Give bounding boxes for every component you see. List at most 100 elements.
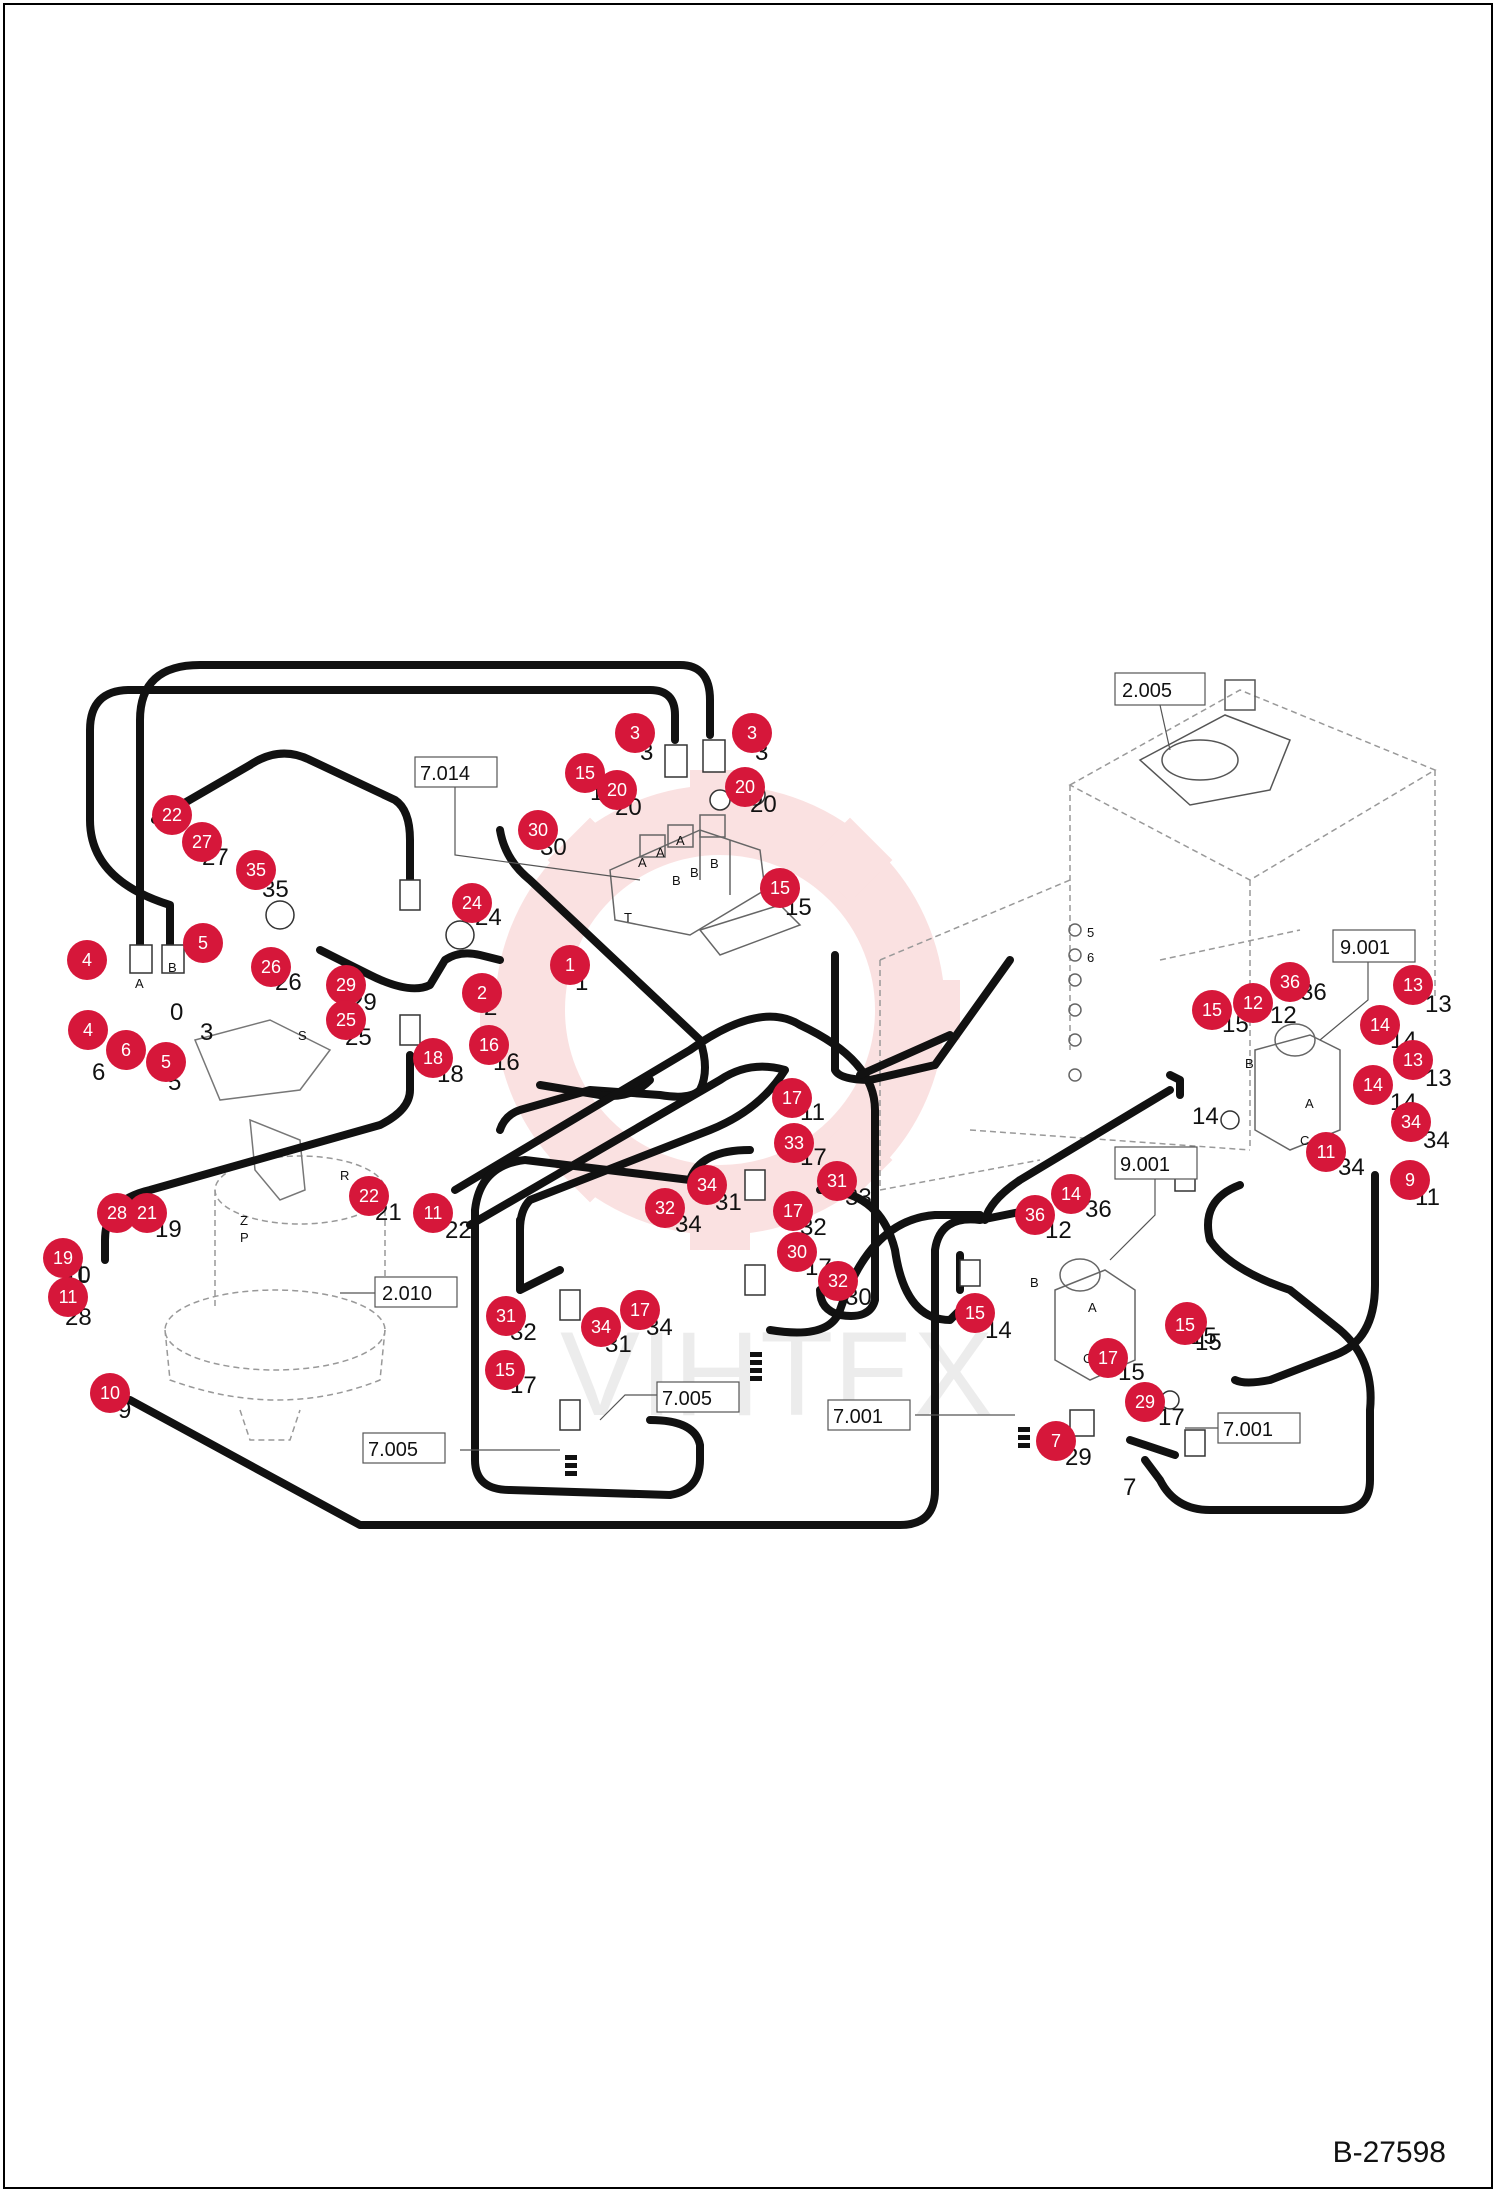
callout-number: 6 bbox=[121, 1040, 131, 1060]
callout-circle bbox=[413, 1038, 453, 1078]
callout-number: 13 bbox=[1403, 1050, 1423, 1070]
callout-bubble: 30 bbox=[777, 1232, 817, 1272]
callout-circle bbox=[1360, 1005, 1400, 1045]
callout-bubble: 15 bbox=[1165, 1305, 1205, 1345]
callout-number: 22 bbox=[359, 1186, 379, 1206]
callout-bubble: 15 bbox=[760, 868, 800, 908]
callout-circle bbox=[1088, 1338, 1128, 1378]
callout-circle bbox=[518, 810, 558, 850]
callout-circle bbox=[462, 973, 502, 1013]
callout-number: 31 bbox=[496, 1306, 516, 1326]
ref-label: 7.005 bbox=[662, 1388, 712, 1410]
callout-circle bbox=[1125, 1382, 1165, 1422]
callout-number: 25 bbox=[336, 1010, 356, 1030]
callout-circle bbox=[645, 1188, 685, 1228]
callout-circle bbox=[43, 1238, 83, 1278]
ref-box-tank: 2.005 bbox=[1114, 672, 1206, 706]
callout-number: 4 bbox=[82, 950, 92, 970]
callout-number: 36 bbox=[1280, 972, 1300, 992]
callout-circle bbox=[48, 1277, 88, 1317]
drawing-code: B-27598 bbox=[1332, 2136, 1446, 2169]
callout-bubble: 17 bbox=[1088, 1338, 1128, 1378]
callout-bubble: 14 bbox=[1353, 1065, 1393, 1105]
port-label: 5 bbox=[1087, 925, 1094, 940]
callout-bubble: 5 bbox=[146, 1042, 186, 1082]
callout-bubble: 9 bbox=[1390, 1160, 1430, 1200]
ref-label: 7.001 bbox=[1223, 1419, 1273, 1441]
callout-number: 13 bbox=[1403, 975, 1423, 995]
callout-circle bbox=[687, 1165, 727, 1205]
callout-circle bbox=[1192, 990, 1232, 1030]
callout-number: 32 bbox=[655, 1198, 675, 1218]
callout-circle bbox=[413, 1193, 453, 1233]
echo-label: 6 bbox=[92, 1059, 105, 1086]
callout-number: 14 bbox=[1363, 1075, 1383, 1095]
callout-number: 11 bbox=[1317, 1142, 1336, 1162]
ref-label: 7.005 bbox=[368, 1439, 418, 1461]
callout-bubble: 5 bbox=[183, 923, 223, 963]
callout-circle bbox=[469, 1025, 509, 1065]
callout-circle bbox=[597, 770, 637, 810]
callout-number: 15 bbox=[495, 1360, 515, 1380]
callout-bubble: 22 bbox=[152, 795, 192, 835]
callout-number: 7 bbox=[1051, 1431, 1061, 1451]
callout-circle bbox=[1353, 1065, 1393, 1105]
callout-number: 15 bbox=[575, 763, 595, 783]
callout-number: 3 bbox=[630, 723, 640, 743]
callout-number: 14 bbox=[1370, 1015, 1390, 1035]
tank-ports bbox=[1068, 923, 1082, 1082]
callout-number: 10 bbox=[100, 1383, 120, 1403]
callout-bubble: 35 bbox=[236, 850, 276, 890]
callout-bubble: 16 bbox=[469, 1025, 509, 1065]
port-label: A bbox=[656, 845, 665, 860]
callout-number: 11 bbox=[59, 1287, 78, 1307]
callout-number: 15 bbox=[1175, 1315, 1195, 1335]
ref-label: 9.001 bbox=[1340, 937, 1390, 959]
callout-bubble: 34 bbox=[581, 1307, 621, 1347]
callout-number: 15 bbox=[1202, 1000, 1222, 1020]
callout-circle bbox=[818, 1261, 858, 1301]
hydraulic-hoses bbox=[86, 661, 1379, 1529]
callout-bubble: 2 bbox=[462, 973, 502, 1013]
callout-bubble: 28 bbox=[97, 1193, 137, 1233]
callout-bubble: 11 bbox=[48, 1277, 88, 1317]
callout-circle bbox=[146, 1042, 186, 1082]
callout-number: 31 bbox=[827, 1171, 847, 1191]
callout-circle bbox=[1015, 1195, 1055, 1235]
callout-circle bbox=[774, 1123, 814, 1163]
port-label: R bbox=[340, 1168, 349, 1183]
echo-label: 0 bbox=[170, 999, 183, 1026]
ref-box-valve-lower: 9.001 bbox=[1114, 1146, 1198, 1180]
ref-label: 2.005 bbox=[1122, 680, 1172, 702]
callout-bubble: 4 bbox=[67, 940, 107, 980]
ref-box-swing-motor: 2.010 bbox=[374, 1276, 458, 1308]
port-label: 6 bbox=[1087, 950, 1094, 965]
callout-circle bbox=[182, 822, 222, 862]
callout-number: 21 bbox=[137, 1203, 157, 1223]
callout-number: 15 bbox=[965, 1303, 985, 1323]
callout-number: 5 bbox=[198, 933, 208, 953]
callout-number: 20 bbox=[735, 777, 755, 797]
callout-number: 33 bbox=[784, 1133, 804, 1153]
callout-bubble: 11 bbox=[1306, 1132, 1346, 1172]
callout-bubble: 20 bbox=[725, 767, 765, 807]
callout-bubble: 34 bbox=[1391, 1102, 1431, 1142]
callout-circle bbox=[565, 753, 605, 793]
callout-circle bbox=[485, 1350, 525, 1390]
callout-number: 36 bbox=[1025, 1205, 1045, 1225]
callout-circle bbox=[236, 850, 276, 890]
callout-number: 17 bbox=[783, 1201, 803, 1221]
callout-number: 17 bbox=[782, 1088, 802, 1108]
callout-circle bbox=[1051, 1174, 1091, 1214]
callout-bubble: 3 bbox=[615, 713, 655, 753]
callout-circle bbox=[349, 1176, 389, 1216]
drawing-frame bbox=[3, 3, 1493, 2189]
callout-number: 28 bbox=[107, 1203, 127, 1223]
callout-bubble: 1 bbox=[550, 945, 590, 985]
callout-bubble: 27 bbox=[182, 822, 222, 862]
callout-number: 5 bbox=[161, 1052, 171, 1072]
connector-stacks bbox=[565, 1352, 1030, 1476]
callout-bubble: 18 bbox=[413, 1038, 453, 1078]
callout-number: 19 bbox=[53, 1248, 73, 1268]
